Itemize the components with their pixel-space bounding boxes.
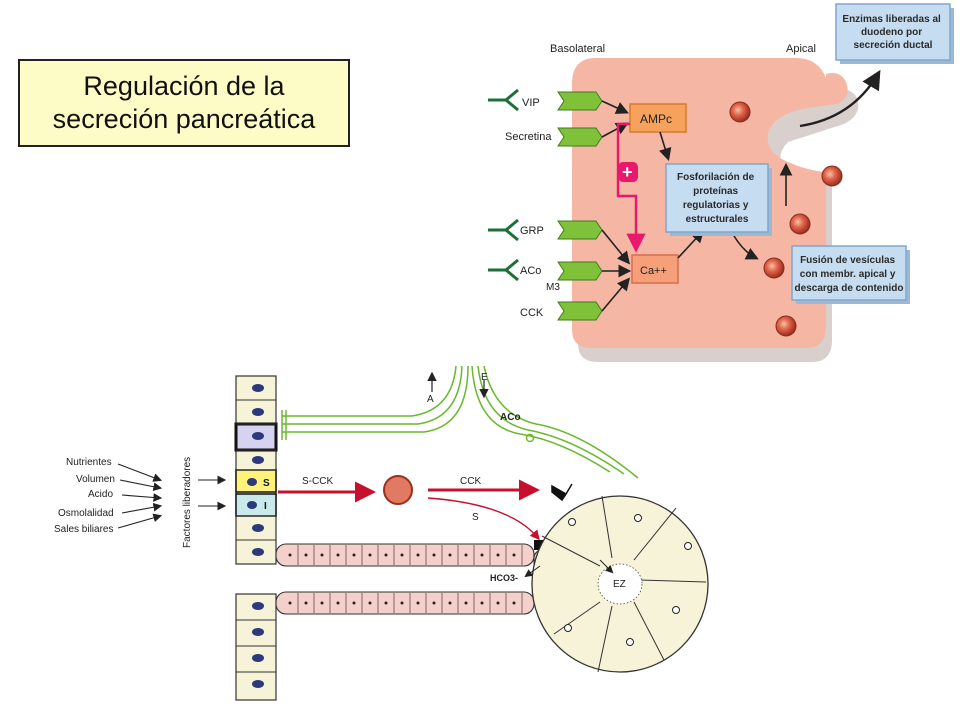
ca-box bbox=[631, 254, 679, 284]
fosforilacion-text: Fosforilación de proteínas regulatorias … bbox=[677, 172, 757, 225]
vesicle bbox=[729, 101, 751, 123]
vagal-nerves bbox=[281, 365, 639, 479]
receptor-cck: CCK bbox=[520, 301, 603, 321]
receptor-arrows bbox=[601, 69, 881, 312]
factores-liberadores-label: Factores liberadores bbox=[182, 457, 193, 548]
label-apical: Apical bbox=[786, 43, 816, 55]
label-e: E bbox=[481, 372, 488, 383]
ampc-box bbox=[629, 103, 687, 133]
lumen-flow-arrow bbox=[599, 559, 614, 574]
label-hco3: HCO3- bbox=[490, 573, 518, 583]
fusion-line-3: descarga de contenido bbox=[795, 283, 904, 294]
intestinal-epithelium-upper: S I bbox=[234, 375, 278, 565]
acinus: EZ bbox=[531, 495, 709, 673]
receptor-vip: VIP bbox=[488, 88, 603, 112]
fusion-line-2: con membr. apical y bbox=[800, 269, 896, 280]
ca-label: Ca++ bbox=[640, 265, 667, 277]
nerve-direction-arrows bbox=[427, 371, 489, 399]
enzimas-line-3: secreción ductal bbox=[854, 40, 933, 51]
s-cell-label: S bbox=[263, 478, 270, 489]
stimulus-sales-biliares: Sales biliares bbox=[54, 524, 113, 535]
receptor-secretina-label: Secretina bbox=[505, 131, 552, 143]
enzimas-line-2: duodeno por bbox=[861, 27, 922, 38]
fosforilacion-line-3: regulatorias y bbox=[683, 200, 749, 211]
fusion-text: Fusión de vesículas con membr. apical y … bbox=[795, 255, 904, 294]
title-line-1: Regulación de la bbox=[83, 71, 285, 101]
receptor-m3-label: M3 bbox=[546, 282, 560, 293]
receptor-aco-label: ACo bbox=[520, 265, 541, 277]
cck-target-marker bbox=[551, 483, 573, 502]
label-aco-nerve: ACo bbox=[500, 412, 521, 423]
receptor-aco: ACo M3 bbox=[488, 258, 603, 293]
fosforilacion-line-1: Fosforilación de bbox=[677, 172, 755, 183]
label-s-cck: S-CCK bbox=[302, 476, 333, 487]
stimulus-nutrientes: Nutrientes bbox=[66, 457, 112, 468]
fosforilacion-line-2: proteínas bbox=[693, 186, 738, 197]
acinar-cell-diagram: Basolateral Apical VIP Secretina GRP ACo… bbox=[488, 3, 954, 362]
title-box: Regulación de la secreción pancreática bbox=[18, 59, 350, 147]
secretory-vesicles bbox=[729, 101, 843, 337]
enzimas-line-1: Enzimas liberadas al bbox=[842, 14, 941, 25]
duct-acinus-diagram: Nutrientes Volumen Acido Osmolalidad Sal… bbox=[54, 365, 709, 701]
ampc-label: AMPc bbox=[640, 112, 672, 126]
hco3-arrow bbox=[524, 565, 541, 578]
secretin-arrow bbox=[427, 497, 540, 541]
stimulus-arrows bbox=[117, 463, 227, 529]
fosforilacion-line-4: estructurales bbox=[686, 214, 749, 225]
label-a: A bbox=[427, 394, 434, 405]
i-cell-label: I bbox=[264, 501, 267, 512]
fusion-box bbox=[791, 245, 907, 301]
vesicle bbox=[789, 213, 811, 235]
receptor-cck-label: CCK bbox=[520, 307, 544, 319]
fusion-line-1: Fusión de vesículas bbox=[800, 255, 895, 266]
receptor-vip-label: VIP bbox=[522, 97, 540, 109]
stimulus-acido: Acido bbox=[88, 489, 113, 500]
blood-vessel bbox=[383, 475, 413, 505]
ez-label: EZ bbox=[613, 579, 626, 590]
vesicle bbox=[821, 165, 843, 187]
stimuli-list: Nutrientes Volumen Acido Osmolalidad Sal… bbox=[54, 457, 115, 535]
vesicle bbox=[763, 257, 785, 279]
enzimas-text: Enzimas liberadas al duodeno por secreci… bbox=[842, 14, 943, 51]
receptor-secretina: Secretina bbox=[505, 127, 603, 147]
label-basolateral: Basolateral bbox=[550, 43, 605, 55]
label-s: S bbox=[472, 512, 479, 523]
label-cck: CCK bbox=[460, 476, 481, 487]
plus-sign: + bbox=[622, 162, 633, 182]
fosforilacion-box bbox=[665, 163, 769, 233]
plus-badge bbox=[618, 162, 638, 182]
receptor-grp: GRP bbox=[488, 218, 603, 242]
magenta-connector bbox=[616, 122, 646, 253]
stimulus-osmolalidad: Osmolalidad bbox=[58, 508, 114, 519]
enzimas-box bbox=[835, 3, 951, 61]
stimulus-volumen: Volumen bbox=[76, 474, 115, 485]
intestinal-epithelium-lower bbox=[235, 593, 277, 701]
title-line-2: secreción pancreática bbox=[52, 104, 316, 134]
receptor-grp-label: GRP bbox=[520, 225, 544, 237]
vesicle bbox=[775, 315, 797, 337]
